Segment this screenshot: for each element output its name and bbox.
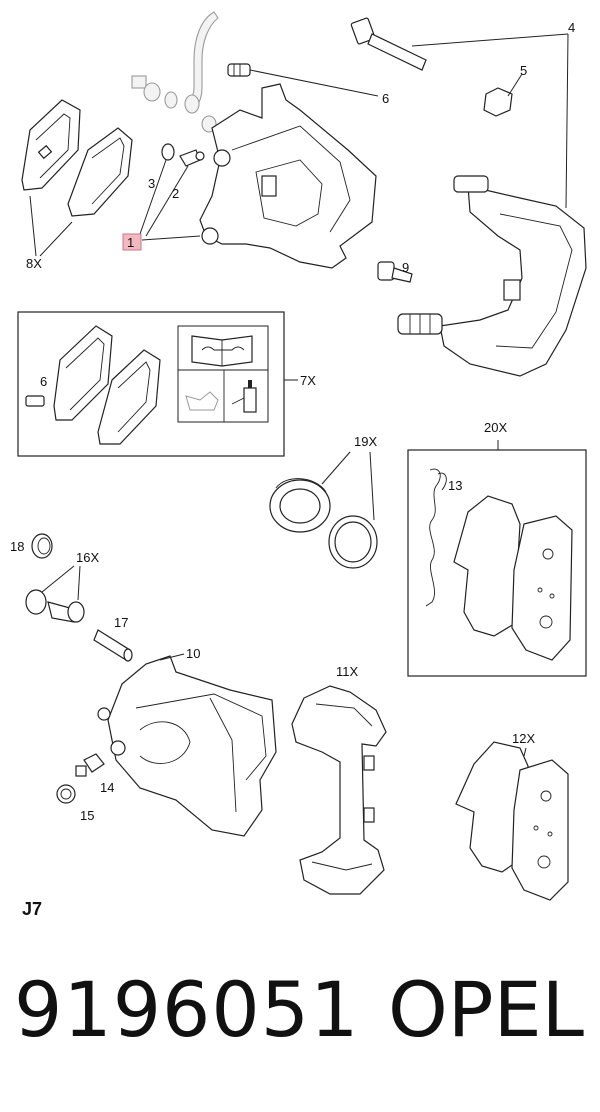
- callout-1: 1: [127, 235, 134, 250]
- callout-17: 17: [114, 615, 128, 630]
- callout-18: 18: [10, 539, 24, 554]
- callout-14: 14: [100, 780, 114, 795]
- dust-cap-18: [31, 533, 53, 559]
- instruction-icons-panel: [177, 325, 269, 423]
- callout-8x: 8X: [26, 256, 42, 271]
- leader-lines-top: [29, 33, 569, 257]
- callout-12x: 12X: [512, 731, 535, 746]
- guide-bushing-16x: [25, 589, 85, 623]
- guide-pin-4: [350, 17, 427, 71]
- callout-2: 2: [172, 186, 179, 201]
- caliper-housing-10: [97, 655, 277, 837]
- callout-3: 3: [148, 176, 155, 191]
- grease-icon: [185, 391, 219, 411]
- callout-6-kit: 6: [40, 374, 47, 389]
- brake-caliper-exploded-diagram: 1 2 3 4 5 6 8X 9: [10, 11, 587, 919]
- section-code: J7: [22, 899, 42, 919]
- callout-19x: 19X: [354, 434, 377, 449]
- bleeder-cap-3: [161, 143, 175, 161]
- brake-pad-8x: [21, 99, 133, 217]
- callout-13: 13: [448, 478, 462, 493]
- brand-name: OPEL: [387, 965, 584, 1054]
- callout-16x: 16X: [76, 550, 99, 565]
- brake-pad-12x: [455, 741, 569, 901]
- guide-pin-17: [93, 629, 133, 662]
- callout-9: 9: [402, 260, 409, 275]
- manual-book-icon: [191, 335, 253, 367]
- callout-15: 15: [80, 808, 94, 823]
- piston-seal-19x: [269, 478, 378, 569]
- bleeder-screw-14: [75, 753, 105, 777]
- bleeder-screw-2: [179, 149, 205, 167]
- callout-5: 5: [520, 63, 527, 78]
- caliper-housing-1: [199, 83, 377, 269]
- kit-box-7x: [17, 311, 285, 457]
- callout-20x: 20X: [484, 420, 507, 435]
- part-number: 9196051: [14, 965, 360, 1054]
- hose-fittings: [131, 75, 217, 133]
- bleeder-cap-15: [56, 784, 76, 804]
- caliper-carrier-bracket: [397, 175, 587, 377]
- callout-11x: 11X: [336, 664, 358, 679]
- brake-hose: [184, 11, 219, 114]
- caliper-carrier-11x: [291, 685, 387, 895]
- callout-6-top: 6: [382, 91, 389, 106]
- callout-7x: 7X: [300, 373, 316, 388]
- bolt-9: [377, 261, 413, 283]
- callout-10: 10: [186, 646, 200, 661]
- lubricant-tube-icon: [231, 380, 257, 413]
- dust-cap-5: [483, 87, 513, 117]
- kit-box-20x: [407, 449, 587, 677]
- callout-1-highlight: [122, 233, 142, 251]
- callout-4: 4: [568, 20, 575, 35]
- guide-bolt-6: [227, 63, 251, 77]
